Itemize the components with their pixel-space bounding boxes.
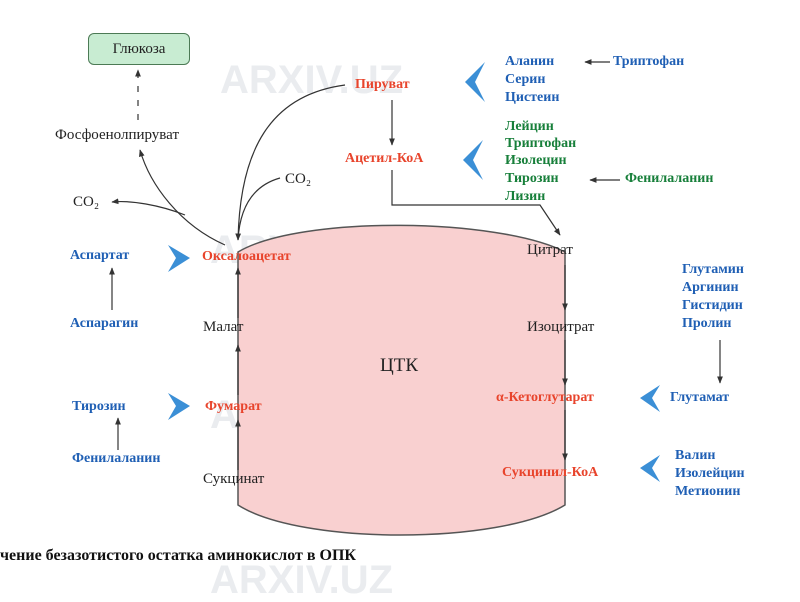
co2-out-label: CO₂ xyxy=(73,194,100,210)
acetyl-coa-label: Ацетил-КоА xyxy=(345,151,424,166)
amino-phenylalanine-fumarate: Фенилаланин xyxy=(72,451,161,466)
oxaloacetate-label: Оксалоацетат xyxy=(202,249,291,264)
amino-leucine: Лейцин xyxy=(505,119,554,134)
amino-isoleucine: Изолецин xyxy=(505,153,567,168)
amino-tyrosine: Тирозин xyxy=(505,171,559,186)
amino-valine: Валин xyxy=(675,448,716,463)
amino-glutamine: Глутамин xyxy=(682,262,744,277)
amino-alanine: Аланин xyxy=(505,54,555,69)
figure-caption: чение безазотистого остатка аминокислот … xyxy=(0,547,357,564)
chevron-left-icon xyxy=(465,62,485,102)
succinyl-coa-label: Сукцинил-КоА xyxy=(502,465,599,480)
amino-arginine: Аргинин xyxy=(682,280,739,295)
chevron-left-icon xyxy=(640,385,660,412)
citrate-label: Цитрат xyxy=(527,242,573,258)
co2-out-arrow xyxy=(111,198,186,216)
amino-methionine: Метионин xyxy=(675,484,741,499)
amino-proline: Пролин xyxy=(682,316,732,331)
ketoglutarate-label: α-Кетоглутарат xyxy=(496,390,594,405)
amino-tryptophan: Триптофан xyxy=(505,136,577,151)
acetylcoa-to-citrate-arrow xyxy=(391,170,561,236)
fumarate-label: Фумарат xyxy=(205,399,262,414)
chevron-right-icon xyxy=(168,393,190,420)
amino-isoleucine-succinyl: Изолейцин xyxy=(675,466,745,481)
amino-serine: Серин xyxy=(505,72,546,87)
pyruvate-to-oxaloacetate-arrow xyxy=(235,84,346,241)
amino-tryptophan-pyruvate: Триптофан xyxy=(613,54,685,69)
tca-cycle-shape xyxy=(237,224,566,536)
chevron-left-icon xyxy=(463,140,483,180)
tca-label: ЦТК xyxy=(380,355,418,376)
chevron-icons xyxy=(168,62,660,482)
amino-tyrosine-fumarate: Тирозин xyxy=(72,399,126,414)
amino-cysteine: Цистеин xyxy=(505,90,560,105)
malate-label: Малат xyxy=(203,319,244,335)
isocitrate-label: Изоцитрат xyxy=(527,319,595,335)
amino-aspartate: Аспартат xyxy=(70,248,130,263)
chevron-right-icon xyxy=(168,245,190,272)
amino-phenylalanine-acetyl: Фенилаланин xyxy=(625,171,714,186)
pep-label: Фосфоенолпируват xyxy=(55,127,180,143)
co2-in-label: CO₂ xyxy=(285,171,312,187)
co2-in-arrow xyxy=(237,177,281,241)
amino-glutamate: Глутамат xyxy=(670,390,730,405)
chevron-left-icon xyxy=(640,455,660,482)
amino-histidine: Гистидин xyxy=(682,298,743,313)
watermark: ARXIV.UZ xyxy=(210,558,394,602)
succinate-label: Сукцинат xyxy=(203,471,265,487)
amino-lysine: Лизин xyxy=(505,189,546,204)
amino-asparagine: Аспарагин xyxy=(70,316,139,331)
oxaloacetate-to-pep-arrow xyxy=(139,149,226,246)
glucose-box: Глюкоза xyxy=(88,33,190,65)
pyruvate-label: Пируват xyxy=(355,77,410,92)
